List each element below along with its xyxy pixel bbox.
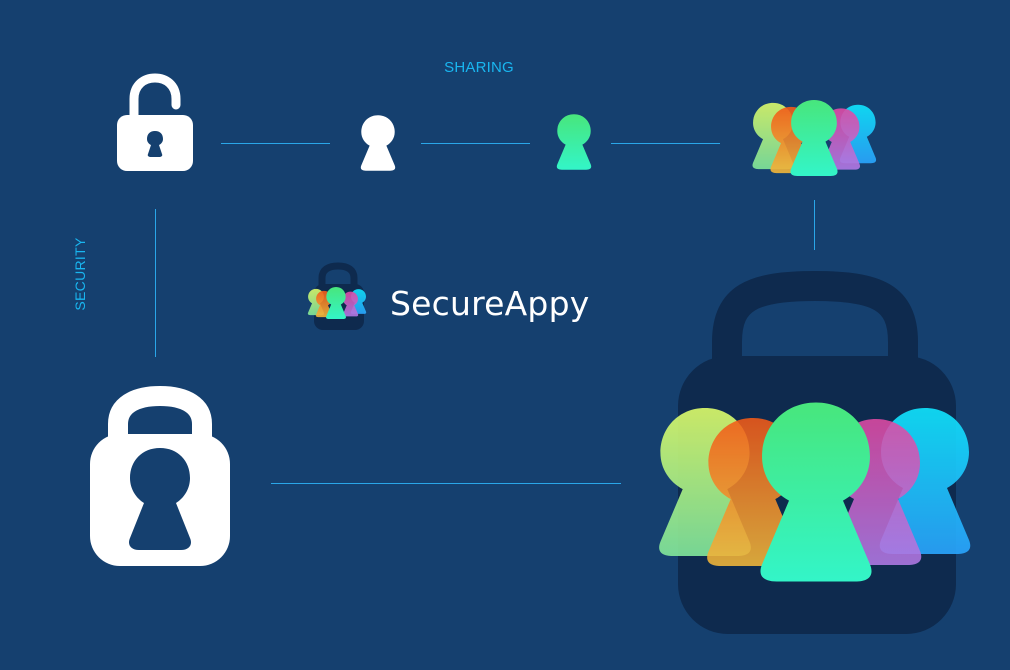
connector-person-to-green-person (421, 143, 530, 144)
connector-green-person-to-group (611, 143, 720, 144)
brand-name: SecureAppy (390, 284, 590, 323)
padlock-group-large-icon (650, 270, 980, 634)
keyhole-group-icon (750, 98, 880, 180)
sharing-label: SHARING (444, 59, 514, 76)
connector-group-to-large-group-lock (814, 200, 815, 250)
security-label: SECURITY (72, 237, 88, 311)
keyhole-person-green-icon (555, 113, 593, 171)
connector-lock-to-person (221, 143, 330, 144)
padlock-small-icon (117, 73, 193, 171)
keyhole-person-white-icon (359, 113, 397, 173)
secureappy-logo-icon (306, 262, 370, 330)
connector-large-lock-to-group-lock (271, 483, 621, 484)
padlock-keyhole-large-icon (90, 385, 230, 566)
connector-small-lock-to-large-lock (155, 209, 156, 357)
